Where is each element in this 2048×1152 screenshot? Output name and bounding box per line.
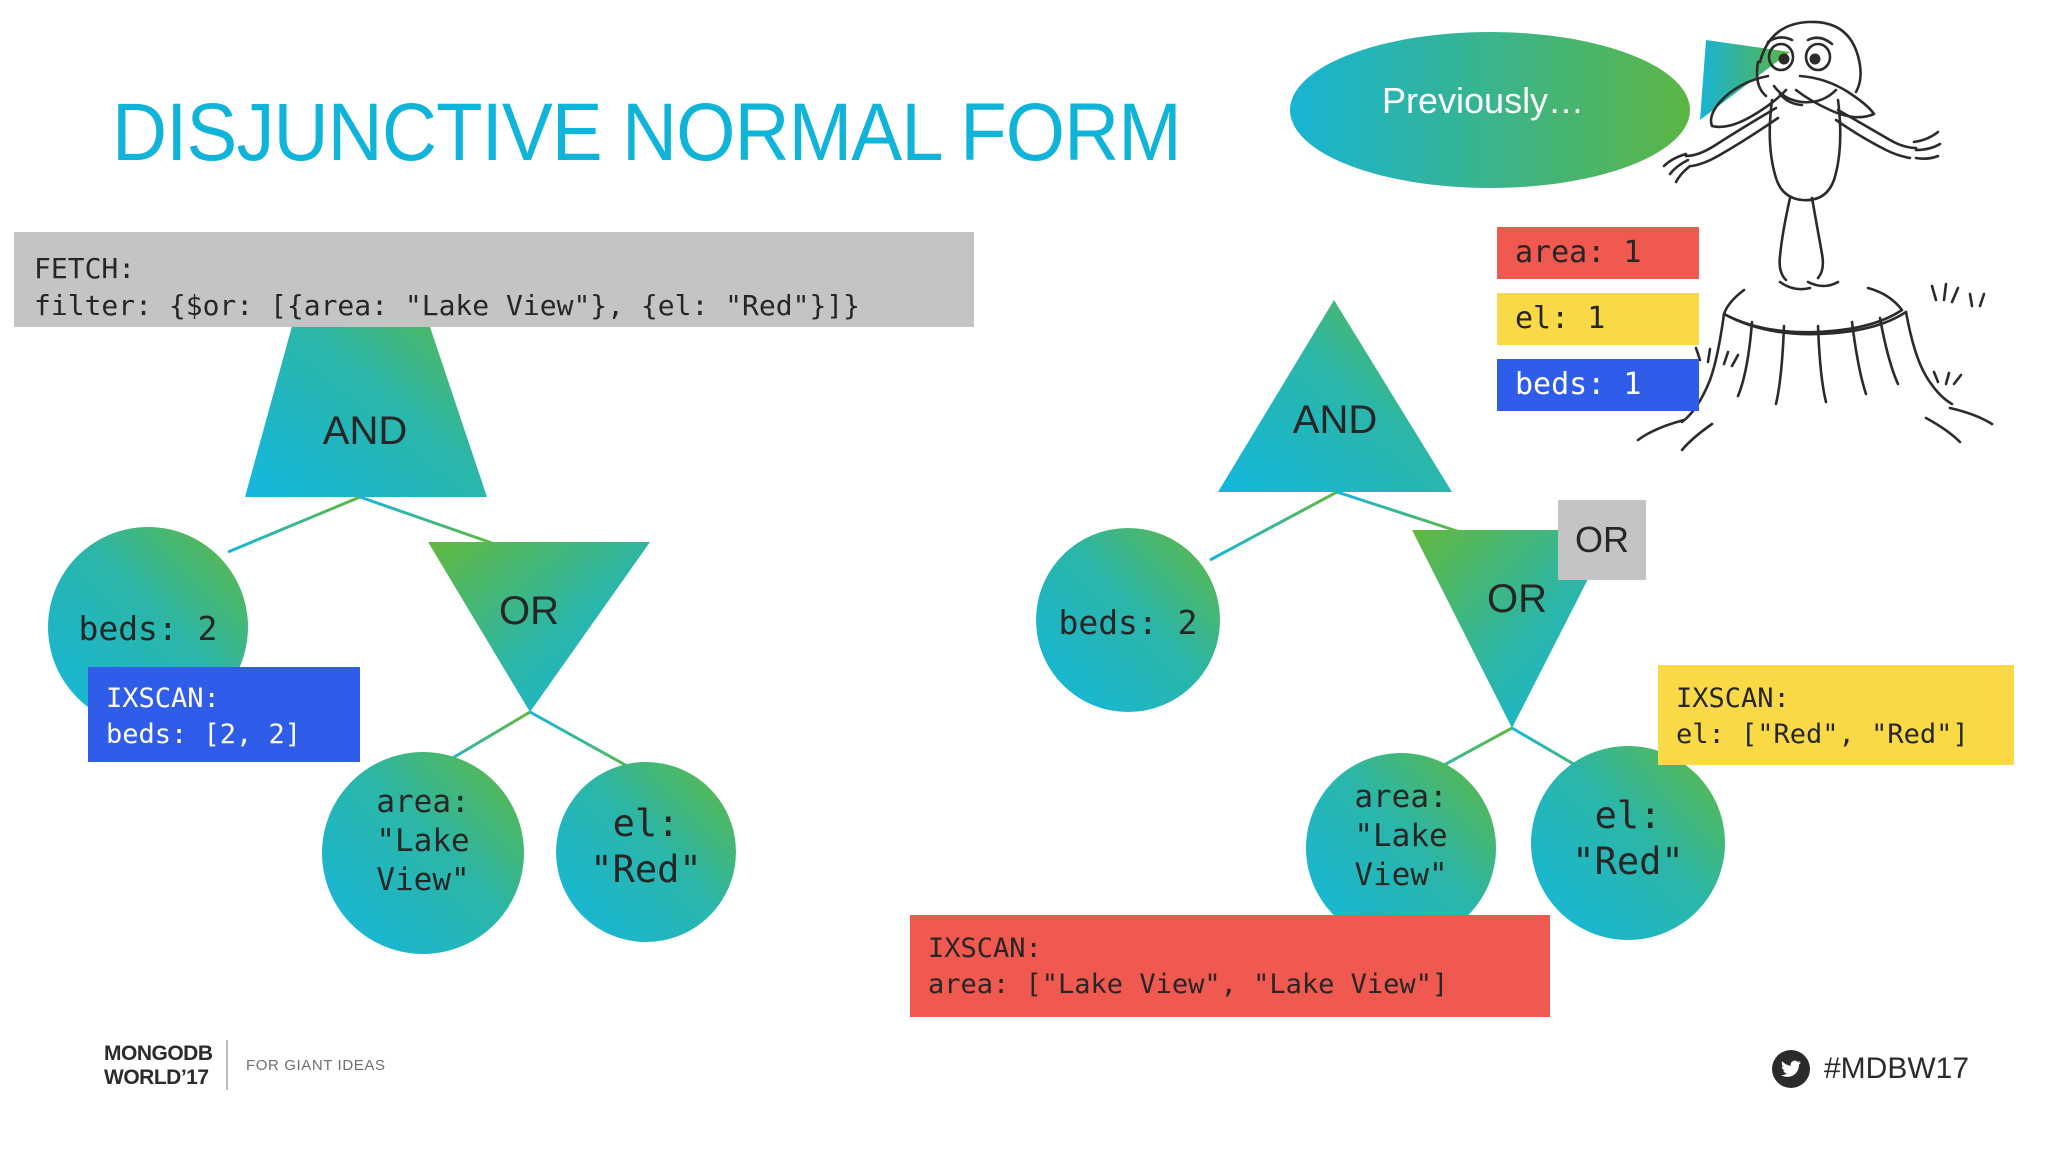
left-beds-label: beds: 2 <box>78 609 218 648</box>
or-highlight-callout: OR <box>1558 500 1646 580</box>
ixscan-el-box: IXSCAN: el: ["Red", "Red"] <box>1658 665 2014 765</box>
left-and-label: AND <box>322 409 408 453</box>
right-beds-node <box>1036 528 1220 712</box>
left-or-label: OR <box>499 589 559 633</box>
right-or-label: OR <box>1487 577 1547 621</box>
fetch-code-box: FETCH: filter: {$or: [{area: "Lake View"… <box>14 232 974 327</box>
lorax-character-icon <box>1636 20 1994 452</box>
ixscan-area-line-1: IXSCAN: <box>928 933 1042 964</box>
right-and-node <box>1218 300 1452 492</box>
ixscan-beds-line-1: IXSCAN: <box>106 683 220 714</box>
right-el-node <box>1531 746 1725 940</box>
right-el-label: el: "Red" <box>1572 794 1684 884</box>
event-hashtag: #MDBW17 <box>1824 1052 1970 1085</box>
mongodb-world-logo: MONGODB WORLD’17 <box>104 1042 213 1090</box>
left-area-node <box>322 752 524 954</box>
ixscan-area-box: IXSCAN: area: ["Lake View", "Lake View"] <box>910 915 1550 1017</box>
right-area-label: area: "Lake View" <box>1354 779 1448 893</box>
left-el-label: el: "Red" <box>590 802 702 892</box>
left-area-label: area: "Lake View" <box>376 784 470 898</box>
right-and-label: AND <box>1292 398 1378 442</box>
left-el-node <box>556 762 736 942</box>
logo-line-2: WORLD’17 <box>104 1066 209 1089</box>
logo-tagline: FOR GIANT IDEAS <box>246 1057 386 1074</box>
logo-divider <box>226 1040 228 1090</box>
fetch-line-1: FETCH: <box>34 252 136 285</box>
ixscan-el-line-1: IXSCAN: <box>1676 683 1790 714</box>
previously-bubble-label: Previously… <box>1382 80 1585 121</box>
ixscan-beds-box: IXSCAN: beds: [2, 2] <box>88 667 360 762</box>
ixscan-area-line-2: area: ["Lake View", "Lake View"] <box>928 968 1449 1000</box>
fetch-line-2: filter: {$or: [{area: "Lake View"}, {el:… <box>34 289 861 323</box>
right-beds-label: beds: 2 <box>1058 603 1198 642</box>
left-or-node <box>428 542 650 712</box>
legend-index-beds: beds: 1 <box>1497 359 1699 411</box>
slide-title: DISJUNCTIVE NORMAL FORM <box>112 87 1182 178</box>
legend-index-area: area: 1 <box>1497 227 1699 279</box>
left-and-node <box>245 297 487 497</box>
logo-line-1: MONGODB <box>104 1042 213 1065</box>
ixscan-el-line-2: el: ["Red", "Red"] <box>1676 718 1969 750</box>
ixscan-beds-line-2: beds: [2, 2] <box>106 718 302 750</box>
right-area-node <box>1306 753 1496 943</box>
legend-index-el: el: 1 <box>1497 293 1699 345</box>
twitter-bird-icon <box>1772 1050 1810 1088</box>
